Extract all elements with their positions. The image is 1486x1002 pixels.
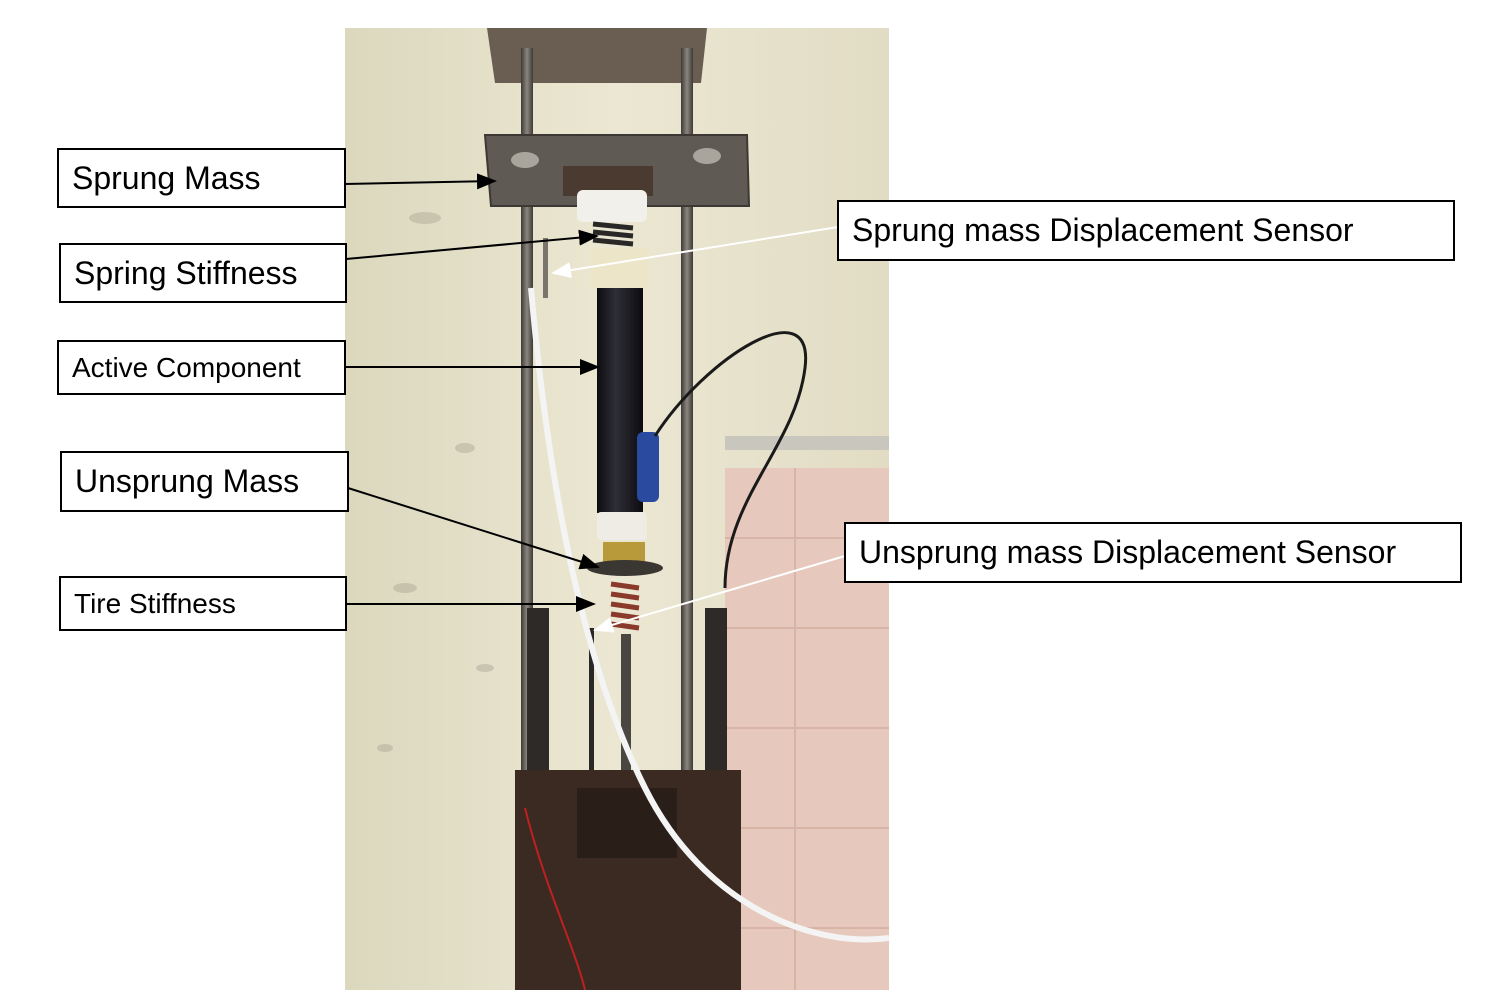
white-cable [528, 287, 889, 943]
main-spring [592, 221, 634, 247]
label-unsprung-mass-displacement-sensor: Unsprung mass Displacement Sensor [844, 522, 1462, 583]
label-unsprung-mass: Unsprung Mass [60, 451, 349, 512]
actuator-motor [637, 432, 659, 502]
tire-shaft [621, 634, 631, 774]
actuator-collar [591, 248, 649, 288]
upper-mount [577, 190, 647, 222]
lower-collar [597, 512, 647, 540]
label-unsprung-mass-text: Unsprung Mass [75, 463, 300, 499]
red-wire [524, 807, 586, 990]
right-lower-column [705, 608, 727, 798]
label-spring-stiffness: Spring Stiffness [59, 243, 347, 303]
label-sprung-mass: Sprung Mass [57, 148, 346, 208]
label-sprung-sensor-text: Sprung mass Displacement Sensor [852, 212, 1354, 248]
unsprung-mass-disc [587, 560, 663, 576]
shelf-bracket [725, 436, 889, 450]
label-tire-stiffness-text: Tire Stiffness [74, 587, 236, 619]
label-sprung-mass-displacement-sensor: Sprung mass Displacement Sensor [837, 200, 1455, 261]
actuator-body [597, 288, 643, 513]
label-active-component-text: Active Component [72, 351, 301, 383]
unsprung-mass-hub [603, 542, 645, 562]
quarter-car-test-rig-illustration [345, 28, 889, 990]
label-tire-stiffness: Tire Stiffness [59, 576, 347, 631]
top-plate [487, 28, 707, 83]
black-cable [653, 331, 808, 589]
label-unsprung-sensor-text: Unsprung mass Displacement Sensor [859, 534, 1397, 570]
label-spring-stiffness-text: Spring Stiffness [74, 254, 298, 291]
sprung-sensor-rod [543, 238, 548, 298]
left-lower-column [527, 608, 549, 798]
label-active-component: Active Component [57, 340, 346, 395]
unsprung-sensor-rod [589, 628, 594, 778]
label-sprung-mass-text: Sprung Mass [72, 159, 261, 196]
wall-smudges [377, 212, 494, 752]
tile-wall [725, 468, 889, 990]
test-rig-photo [345, 28, 889, 990]
